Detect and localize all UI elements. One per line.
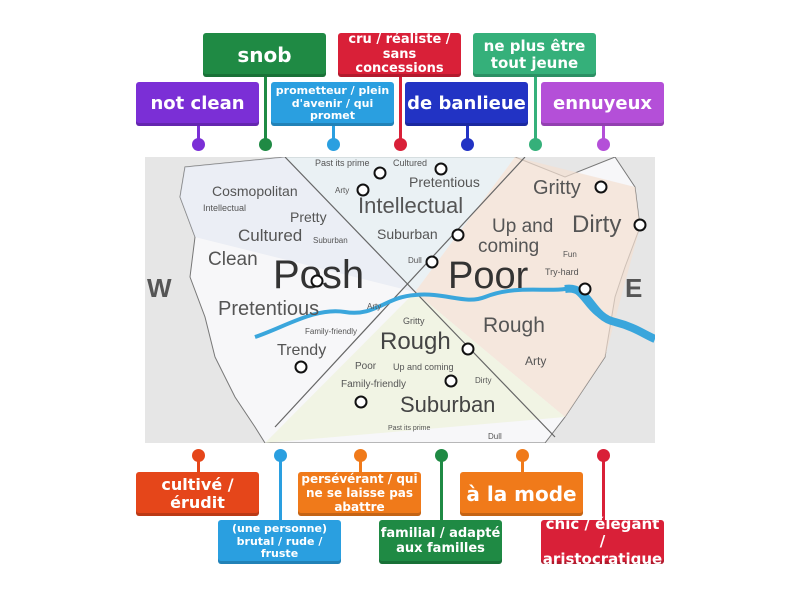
drop-target-pin[interactable]: [373, 166, 387, 180]
map-word: Cosmopolitan: [212, 183, 298, 199]
top-label-5[interactable]: de banlieue: [405, 82, 528, 126]
drop-target-pin[interactable]: [633, 218, 647, 232]
connector-line: [466, 126, 469, 142]
connector-dot: [394, 138, 407, 151]
connector-dot: [274, 449, 287, 462]
drop-target-pin[interactable]: [578, 282, 592, 296]
bottom-label-2[interactable]: persévérant / qui ne se laisse pas abatt…: [298, 472, 421, 516]
connector-line: [197, 455, 200, 472]
map-word: Fun: [563, 250, 577, 259]
map-word: Poor: [448, 255, 529, 297]
bottom-label-0[interactable]: cultivé / érudit: [136, 472, 259, 516]
map-word: Dirty: [572, 211, 622, 238]
top-label-2[interactable]: ne plus être tout jeune: [473, 33, 596, 77]
map-word: Cultured: [393, 158, 428, 168]
map-word: Family-friendly: [305, 327, 358, 336]
top-label-4[interactable]: prometteur / plein d'avenir / qui promet: [271, 82, 394, 126]
map-word: Pretentious: [218, 298, 320, 320]
drop-target-pin[interactable]: [451, 228, 465, 242]
drop-target-pin[interactable]: [594, 180, 608, 194]
connector-dot: [354, 449, 367, 462]
top-label-6[interactable]: ennuyeux: [541, 82, 664, 126]
top-label-1[interactable]: cru / réaliste / sans concessions: [338, 32, 461, 77]
connector-line: [264, 77, 267, 142]
map-word: Past its prime: [388, 425, 431, 432]
map-word: Pretentious: [409, 174, 480, 190]
map-word: Dirty: [475, 376, 492, 385]
connector-line: [279, 455, 282, 520]
map-word: Pretty: [290, 209, 327, 225]
drop-target-pin[interactable]: [310, 274, 324, 288]
bottom-label-5[interactable]: chic / élégant / aristocratique: [541, 515, 664, 568]
connector-line: [521, 455, 524, 472]
connector-dot: [461, 138, 474, 151]
bottom-label-4[interactable]: à la mode: [460, 472, 583, 516]
map-word: Past its prime: [315, 158, 370, 168]
connector-line: [440, 455, 443, 520]
map-word: Try-hard: [545, 267, 579, 277]
london-stereotype-map: W E Past its prime Cultured Pretentious …: [145, 157, 655, 443]
drop-target-pin[interactable]: [294, 360, 308, 374]
connector-dot: [192, 138, 205, 151]
map-word: Arty: [335, 186, 350, 195]
map-word: Clean: [208, 249, 258, 270]
connector-dot: [597, 449, 610, 462]
connector-dot: [259, 138, 272, 151]
connector-dot: [327, 138, 340, 151]
map-word: Rough: [483, 314, 545, 337]
bottom-label-3[interactable]: familial / adapté aux familles: [379, 520, 502, 564]
map-word: Suburban: [313, 236, 348, 245]
drop-target-pin[interactable]: [356, 183, 370, 197]
drop-target-pin[interactable]: [461, 342, 475, 356]
drop-target-pin[interactable]: [434, 162, 448, 176]
map-word: coming: [478, 236, 540, 257]
map-word: Cultured: [238, 226, 303, 245]
connector-dot: [192, 449, 205, 462]
connector-line: [197, 126, 200, 142]
top-label-3[interactable]: not clean: [136, 82, 259, 126]
map-word: Rough: [380, 328, 451, 355]
connector-line: [534, 77, 537, 142]
top-label-0[interactable]: snob: [203, 33, 326, 77]
drop-target-pin[interactable]: [444, 374, 458, 388]
compass-east: E: [625, 273, 643, 303]
drop-target-pin[interactable]: [425, 255, 439, 269]
map-word: Intellectual: [358, 193, 464, 218]
map-word: Dull: [408, 256, 422, 265]
map-word: Poor: [355, 361, 377, 372]
connector-line: [399, 77, 402, 142]
map-word: Suburban: [377, 226, 438, 242]
connector-dot: [529, 138, 542, 151]
map-word: Trendy: [277, 342, 327, 359]
connector-line: [602, 455, 605, 520]
connector-dot: [435, 449, 448, 462]
connector-line: [332, 126, 335, 142]
connector-dot: [516, 449, 529, 462]
drop-target-pin[interactable]: [354, 395, 368, 409]
map-word: Dull: [488, 432, 502, 441]
bottom-label-1[interactable]: (une personne) brutal / rude / fruste: [218, 520, 341, 564]
map-word: Gritty: [403, 316, 425, 326]
map-word: Up and coming: [393, 362, 454, 372]
connector-dot: [597, 138, 610, 151]
map-word: Gritty: [533, 177, 581, 199]
map-shape: [179, 157, 655, 443]
map-word: Suburban: [400, 392, 496, 417]
connector-line: [359, 455, 362, 472]
map-word: Family-friendly: [341, 379, 407, 390]
connector-line: [602, 126, 605, 142]
map-word: Intellectual: [203, 203, 247, 213]
map-word: Arty: [525, 354, 547, 368]
compass-west: W: [147, 273, 172, 303]
map-word: Arty: [367, 302, 382, 311]
map-word: Up and: [492, 216, 554, 237]
